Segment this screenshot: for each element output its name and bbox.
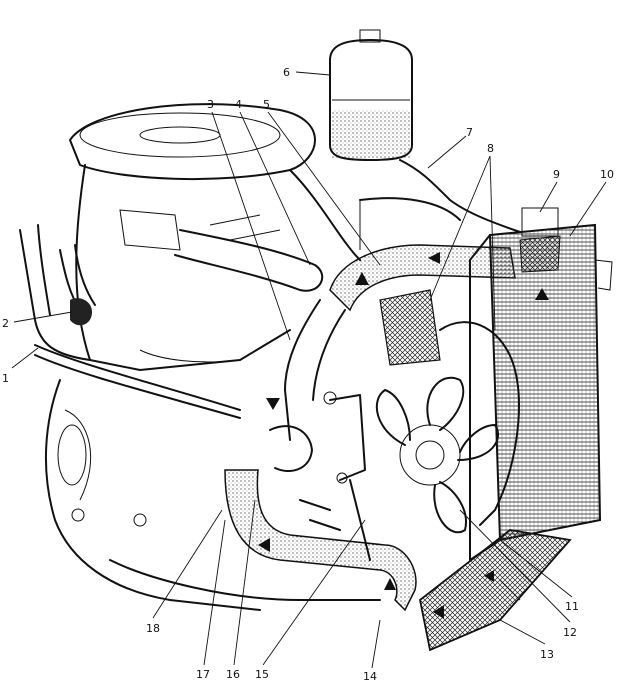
callout-16: 16 <box>226 668 240 681</box>
expansion-tank <box>329 29 521 233</box>
callout-15: 15 <box>255 668 269 681</box>
radiator <box>469 207 613 561</box>
callout-12: 12 <box>563 626 577 639</box>
leader-lines <box>11 71 607 669</box>
callout-1: 1 <box>2 372 9 385</box>
callout-14: 14 <box>363 670 377 682</box>
lower-hose <box>224 469 572 652</box>
fan-assembly <box>375 289 520 534</box>
water-pump <box>269 391 371 561</box>
flow-arrows <box>258 252 549 619</box>
callout-18: 18 <box>146 622 160 635</box>
callout-8: 8 <box>487 142 494 155</box>
callout-2: 2 <box>2 317 9 330</box>
callout-11: 11 <box>565 600 579 613</box>
callout-5: 5 <box>263 98 270 111</box>
callout-labels: 1 2 3 4 5 6 7 8 9 10 11 12 13 14 15 16 1… <box>2 66 614 682</box>
callout-7: 7 <box>466 126 473 139</box>
callout-17: 17 <box>196 668 210 681</box>
callout-10: 10 <box>600 168 614 181</box>
callout-9: 9 <box>553 168 560 181</box>
heater-hoses <box>19 224 241 419</box>
callout-6: 6 <box>283 66 290 79</box>
callout-3: 3 <box>207 98 214 111</box>
callout-4: 4 <box>235 98 242 111</box>
callout-13: 13 <box>540 648 554 661</box>
